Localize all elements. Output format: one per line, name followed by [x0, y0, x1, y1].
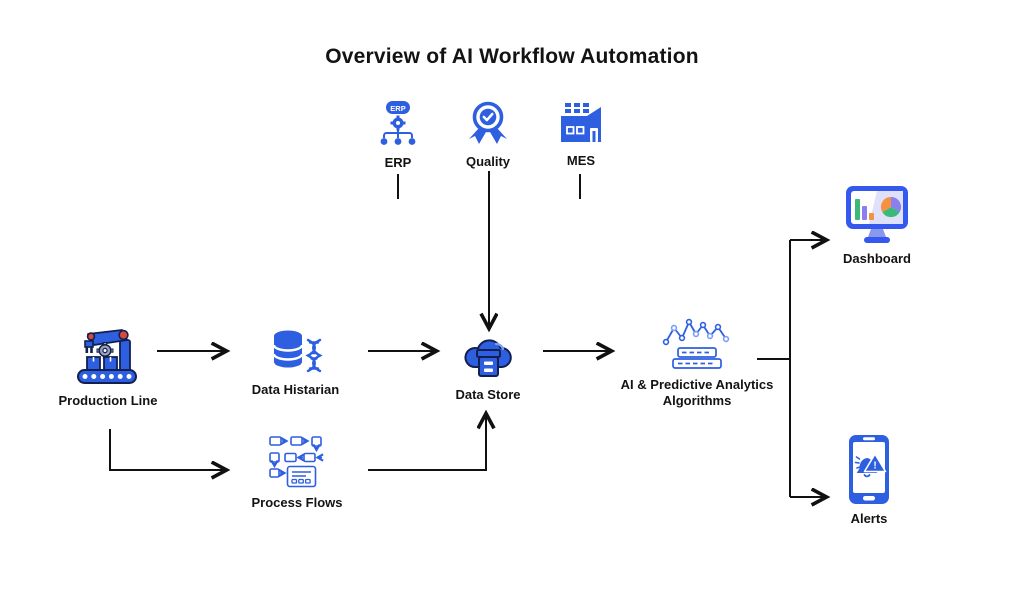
- connector-processflows-to-datastore: [368, 414, 486, 471]
- node-alerts: ! Alerts: [811, 434, 927, 527]
- node-mes: MES: [541, 102, 621, 169]
- mes-icon: [561, 103, 601, 142]
- erp-icon: ERP: [380, 101, 416, 145]
- node-data-historian: Data Histarian: [238, 327, 353, 398]
- page-title: Overview of AI Workflow Automation: [325, 45, 699, 68]
- node-ai-analytics: AI & Predictive Analytics Algorithms: [612, 314, 782, 410]
- erp-badge-text: ERP: [390, 104, 405, 113]
- database-dna-icon: [272, 330, 323, 373]
- quality-icon: [469, 101, 507, 144]
- svg-text:!: !: [873, 461, 876, 472]
- node-label: AI & Predictive Analytics Algorithms: [620, 377, 774, 409]
- node-label: MES: [566, 153, 596, 168]
- cloud-storage-icon: [464, 339, 512, 377]
- node-label: Quality: [465, 154, 511, 169]
- node-label: Dashboard: [843, 251, 911, 266]
- ai-analytics-icon: [662, 318, 730, 369]
- node-process-flows: Process Flows: [239, 434, 355, 511]
- dashboard-monitor-icon: [846, 186, 908, 243]
- node-label: Process Flows: [251, 495, 343, 510]
- alerts-phone-icon: !: [849, 435, 889, 504]
- node-dashboard: Dashboard: [815, 184, 939, 267]
- process-flows-icon: [269, 436, 326, 488]
- connector-production-to-processflows: [109, 429, 226, 470]
- node-label: Data Store: [455, 387, 521, 402]
- node-label: Data Histarian: [251, 382, 340, 397]
- node-production-line: Production Line: [56, 322, 160, 409]
- node-label: Production Line: [58, 393, 158, 408]
- node-erp: ERP ERP: [358, 100, 438, 171]
- node-label: Alerts: [850, 511, 888, 526]
- robotic-arm-icon: [77, 329, 137, 384]
- node-quality: Quality: [448, 99, 528, 170]
- node-label: ERP: [384, 155, 412, 170]
- node-data-store: Data Store: [430, 330, 546, 403]
